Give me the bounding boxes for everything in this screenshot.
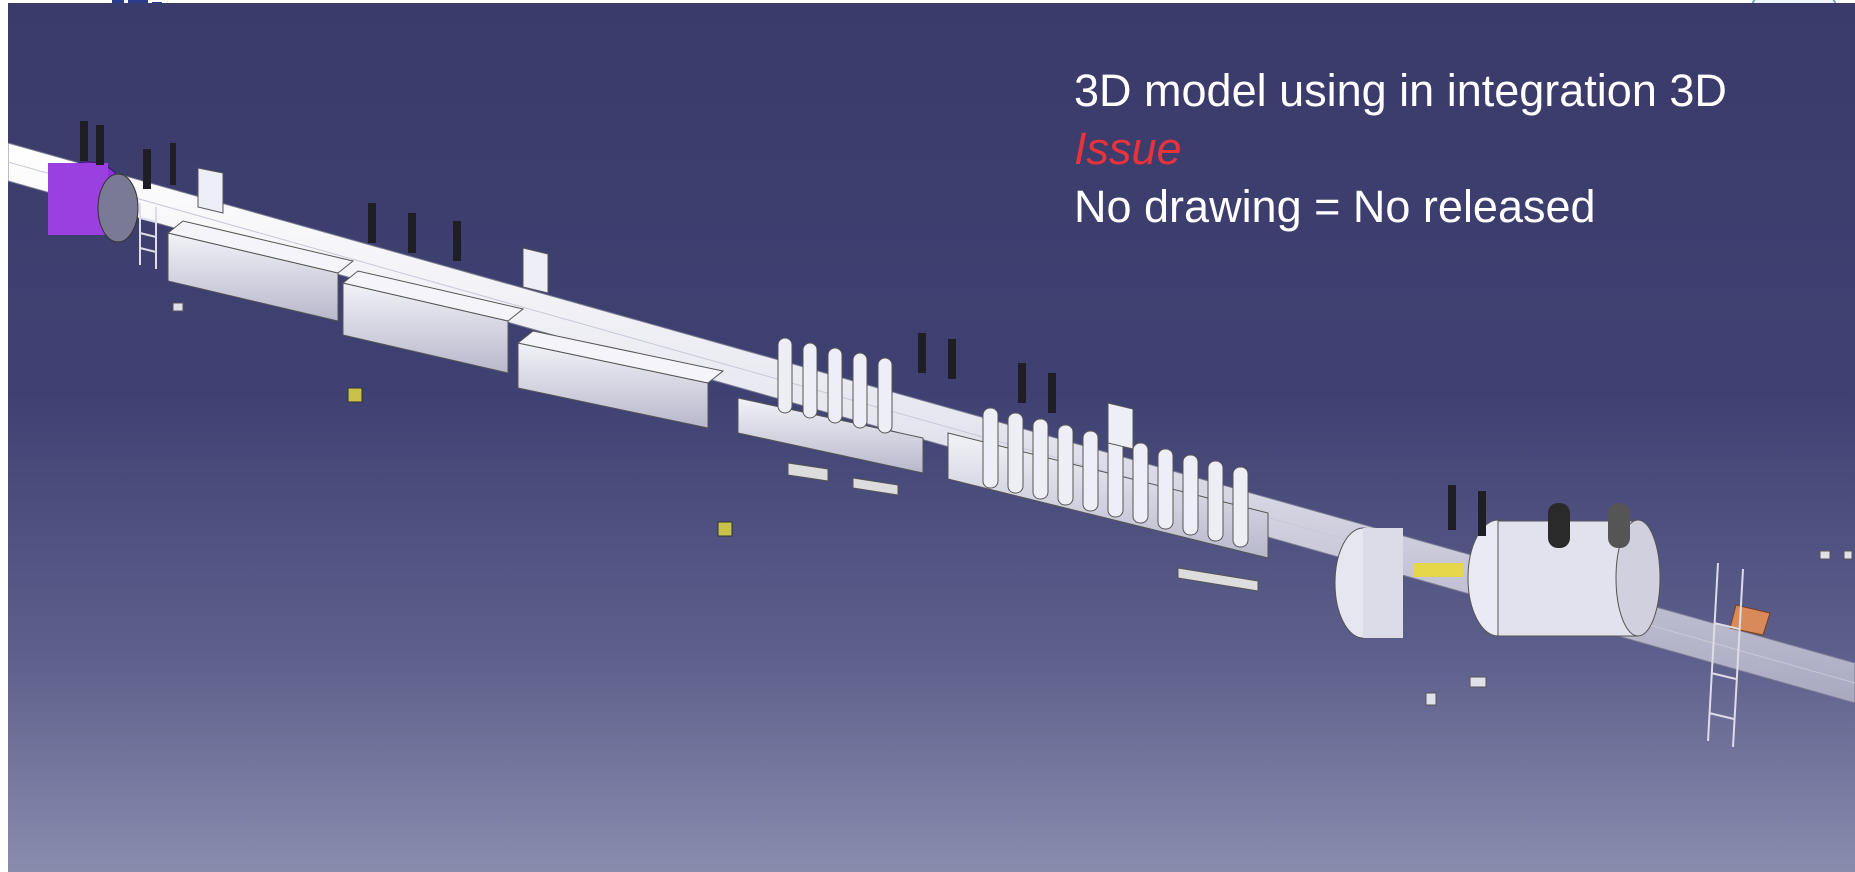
cryomodule-1: [737, 337, 924, 496]
mount-plates: [197, 167, 1134, 450]
caption-line-3: No drawing = No released: [1074, 181, 1596, 232]
cryomodule-2: [947, 407, 1269, 592]
girder-group-1: [166, 220, 725, 429]
loose-parts: [172, 302, 1853, 706]
large-vessel-2: [1467, 503, 1661, 637]
large-vessel-1: [1334, 527, 1463, 639]
cad-3d-viewport[interactable]: [8, 3, 1855, 872]
right-assembly: [1707, 562, 1771, 748]
beamline-3d-model[interactable]: [8, 3, 1855, 872]
left-ladder: [139, 203, 157, 269]
caption-line-issue: Issue: [1074, 123, 1182, 174]
location-markers: [347, 387, 733, 537]
actuators: [80, 121, 1486, 536]
caption-line-1: 3D model using in integration 3D: [1074, 65, 1727, 116]
slide-caption: 3D model using in integration 3D Issue N…: [1074, 62, 1834, 236]
purple-vessel: [48, 161, 139, 243]
